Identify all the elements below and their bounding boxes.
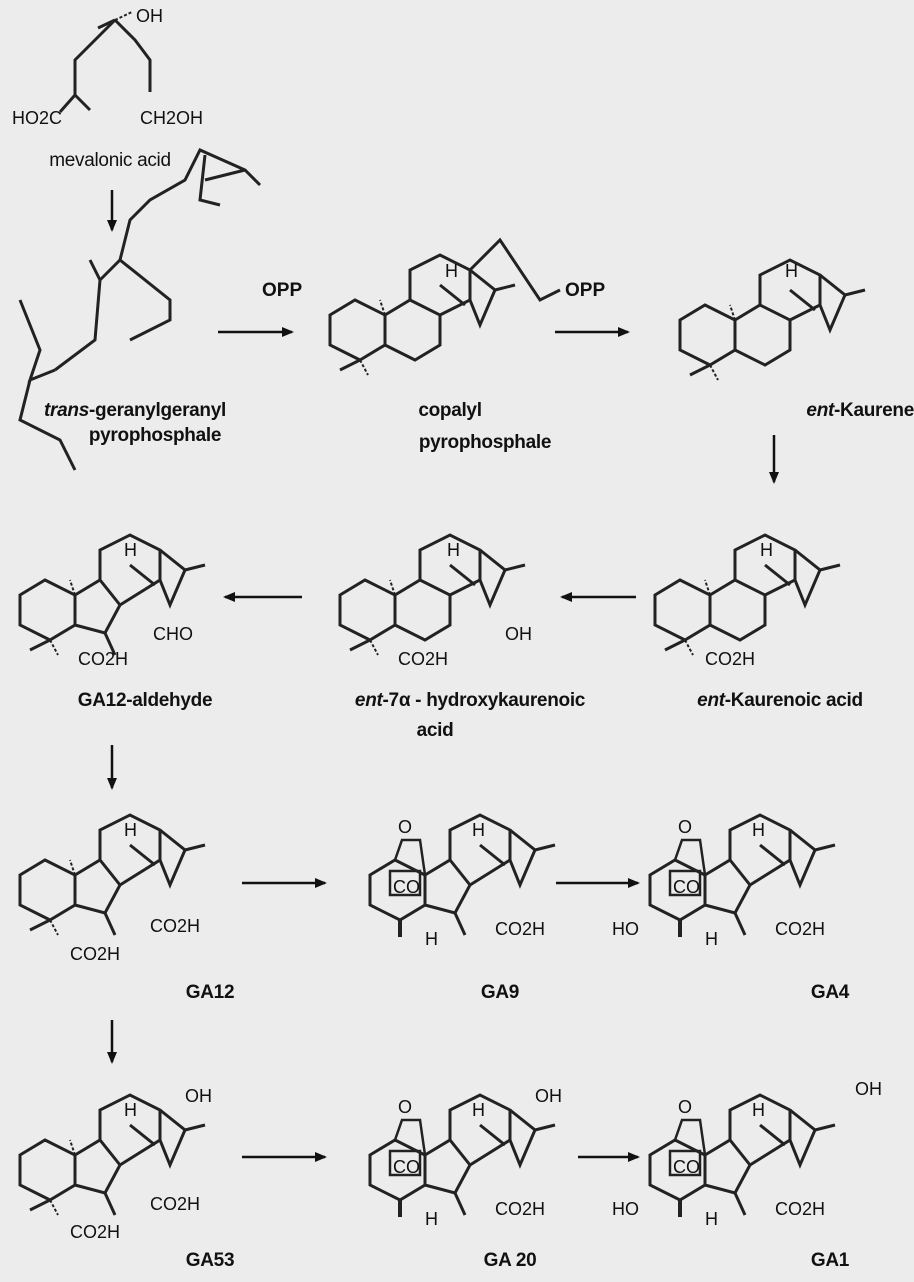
ga1-structure: O CO H H HO OH CO2H	[612, 1079, 882, 1229]
ga20-oh-label: OH	[535, 1086, 562, 1106]
label-ga53: GA53	[185, 1250, 235, 1271]
label-hydroxykaurenoic: ent-7α - hydroxykaurenoic	[320, 690, 620, 712]
ga12-aldehyde-structure: H CHO CO2H	[18, 533, 207, 669]
ga1-h-top-label: H	[752, 1100, 765, 1120]
ga4-h-top-label: H	[752, 820, 765, 840]
label-cpp-line2: pyrophosphale	[418, 432, 552, 453]
ga20-o-label: O	[398, 1097, 412, 1117]
ga9-co-label: CO	[393, 877, 420, 897]
ga1-o-label: O	[678, 1097, 692, 1117]
label-ggpp-line2: pyrophosphale	[88, 425, 222, 446]
ga20-h-top-label: H	[472, 1100, 485, 1120]
ga4-h-bottom-label: H	[705, 929, 718, 949]
cpp-opp-label: OPP	[565, 280, 605, 301]
mevalonic-acid-structure: OH HO2C CH2OH	[12, 6, 203, 128]
ga53-h-label: H	[124, 1100, 137, 1120]
ga1-co2h-label: CO2H	[775, 1199, 825, 1219]
ga4-o-label: O	[678, 817, 692, 837]
label-kaurenoic: ent-Kaurenoic acid	[650, 690, 910, 712]
ga1-h-bottom-label: H	[705, 1209, 718, 1229]
ga53-co2h-bottom-label: CO2H	[70, 1222, 120, 1242]
ga9-structure: O CO H H CO2H	[368, 813, 557, 949]
ga53-structure: H OH CO2H CO2H	[18, 1086, 212, 1242]
label-kaurenoic-rest: -Kaurenoic acid	[724, 690, 863, 711]
mevalonic-alcohol-group-label: CH2OH	[140, 108, 203, 128]
label-ga20: GA 20	[483, 1250, 537, 1271]
label-ga12-aldehyde: GA12-aldehyde	[77, 690, 213, 711]
ga1-ho-label: HO	[612, 1199, 639, 1219]
hydroxykaurenoic-structure: H OH CO2H	[338, 533, 532, 669]
label-ga9: GA9	[480, 982, 520, 1003]
ga4-co-label: CO	[673, 877, 700, 897]
label-kaurene-italic: ent	[806, 400, 835, 421]
ga12-aldehyde-cho-label: CHO	[153, 624, 193, 644]
ga4-ho-label: HO	[612, 919, 639, 939]
label-hydroxykaurenoic-line2: acid	[416, 720, 454, 741]
ga4-co2h-label: CO2H	[775, 919, 825, 939]
label-kaurene-rest: -Kaurene	[834, 400, 914, 421]
label-ggpp-rest: -geranylgeranyl	[88, 400, 226, 421]
kaurenoic-co2h-label: CO2H	[705, 649, 755, 669]
kaurenoic-h-label: H	[760, 540, 773, 560]
ga12-co2h-bottom-label: CO2H	[70, 944, 120, 964]
ggpp-structure: OPP	[18, 148, 302, 471]
ga20-co-label: CO	[393, 1157, 420, 1177]
ga9-h-bottom-label: H	[425, 929, 438, 949]
kaurenoic-structure: H CO2H	[653, 533, 842, 669]
label-kaurene: ent-Kaurene	[735, 400, 914, 422]
ga20-h-bottom-label: H	[425, 1209, 438, 1229]
hydroxykaurenoic-h-label: H	[447, 540, 460, 560]
ga4-structure: O CO H H HO CO2H	[612, 813, 837, 949]
label-ga1: GA1	[810, 1250, 850, 1271]
ga12-structure: H CO2H CO2H	[18, 813, 207, 964]
ga53-oh-label: OH	[185, 1086, 212, 1106]
label-hydroxykaurenoic-italic: ent	[354, 690, 383, 711]
ga1-oh-label: OH	[855, 1079, 882, 1099]
label-kaurenoic-italic: ent	[697, 690, 725, 711]
ggpp-opp-label: OPP	[262, 280, 302, 301]
label-ggpp: trans-geranylgeranyl	[10, 400, 260, 422]
label-hydroxykaurenoic-rest: -7α - hydroxykaurenoic	[382, 690, 586, 711]
mevalonic-acid-group-label: HO2C	[12, 108, 62, 128]
ga12-aldehyde-h-label: H	[124, 540, 137, 560]
hydroxykaurenoic-co2h-label: CO2H	[398, 649, 448, 669]
label-mevalonic-acid: mevalonic acid	[49, 150, 171, 171]
ga9-h-top-label: H	[472, 820, 485, 840]
kaurene-h-label: H	[785, 261, 798, 281]
ga12-h-label: H	[124, 820, 137, 840]
ga12-co2h-right-label: CO2H	[150, 916, 200, 936]
ga53-co2h-right-label: CO2H	[150, 1194, 200, 1214]
cpp-h-label: H	[445, 261, 458, 281]
ga9-co2h-label: CO2H	[495, 919, 545, 939]
label-ga12: GA12	[185, 982, 235, 1003]
kaurene-structure: H	[678, 258, 867, 382]
ga12-aldehyde-co2h-label: CO2H	[78, 649, 128, 669]
reaction-arrows	[107, 190, 779, 1162]
label-cpp-line1: copalyl	[418, 400, 482, 421]
ga20-co2h-label: CO2H	[495, 1199, 545, 1219]
cpp-structure: OPP H	[328, 237, 605, 377]
label-ga4: GA4	[810, 982, 850, 1003]
hydroxykaurenoic-oh-label: OH	[505, 624, 532, 644]
mevalonic-oh-label: OH	[136, 6, 163, 26]
ga9-o-label: O	[398, 817, 412, 837]
ga20-structure: O CO H H OH CO2H	[368, 1086, 562, 1229]
ga1-co-label: CO	[673, 1157, 700, 1177]
label-ggpp-italic: trans	[44, 400, 89, 421]
